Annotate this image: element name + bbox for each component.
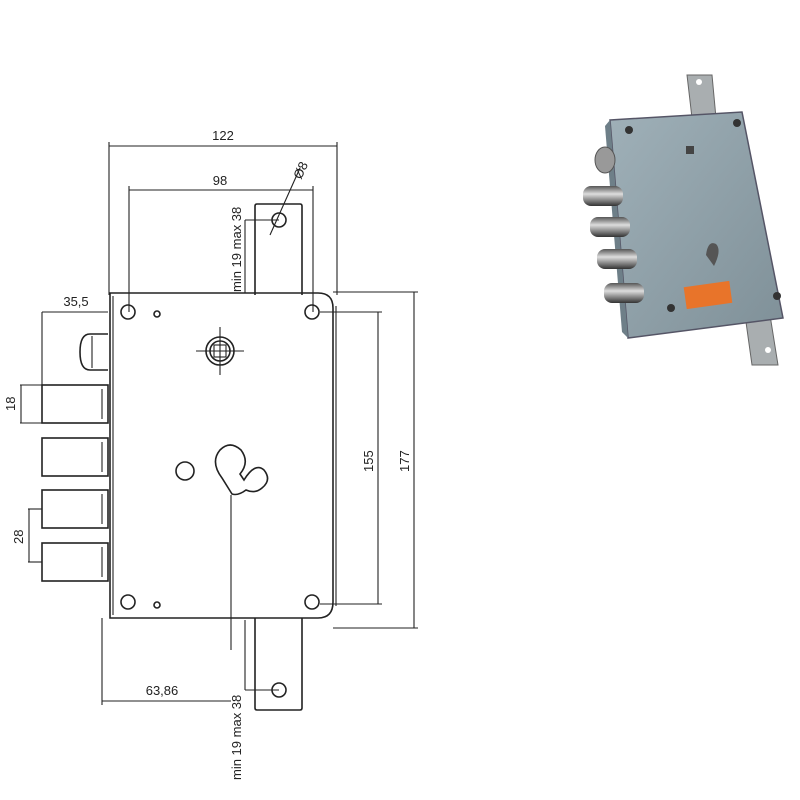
dim-28-label: 28 [11, 530, 26, 544]
dimension-bolt-pitch: 28 [11, 508, 42, 563]
dim-bottom-strike-label: min 19 max 38 [229, 695, 244, 780]
latch-bolt [79, 333, 108, 371]
dim-122-label: 122 [212, 128, 234, 143]
dimension-backset: 35,5 [41, 294, 108, 385]
follower-square [196, 327, 244, 375]
cylinder-keyhole [175, 444, 269, 650]
dim-63-86-label: 63,86 [146, 683, 179, 698]
dimension-hole-spacing-height: 155 [320, 311, 382, 605]
dim-18-label: 18 [3, 397, 18, 411]
dim-diameter-label: Ø8 [290, 159, 311, 181]
lock-body [109, 292, 337, 619]
dimension-hole-spacing-width: 98 [128, 173, 314, 312]
dimension-overall-width: 122 [108, 128, 338, 295]
dim-177-label: 177 [397, 450, 412, 472]
dim-98-label: 98 [213, 173, 227, 188]
dimension-bolt-height: 18 [3, 384, 42, 424]
bottom-strike-plate: min 19 max 38 [229, 618, 303, 780]
dimension-keyhole-offset: 63,86 [101, 618, 231, 705]
dim-top-strike-label: min 19 max 38 [229, 207, 244, 292]
dim-155-label: 155 [361, 450, 376, 472]
deadbolts [41, 384, 109, 582]
top-strike-plate: Ø8 min 19 max 38 [229, 159, 311, 295]
dim-35-5-label: 35,5 [63, 294, 88, 309]
lock-product-photo [583, 74, 784, 366]
dimension-overall-height: 177 [333, 291, 418, 629]
